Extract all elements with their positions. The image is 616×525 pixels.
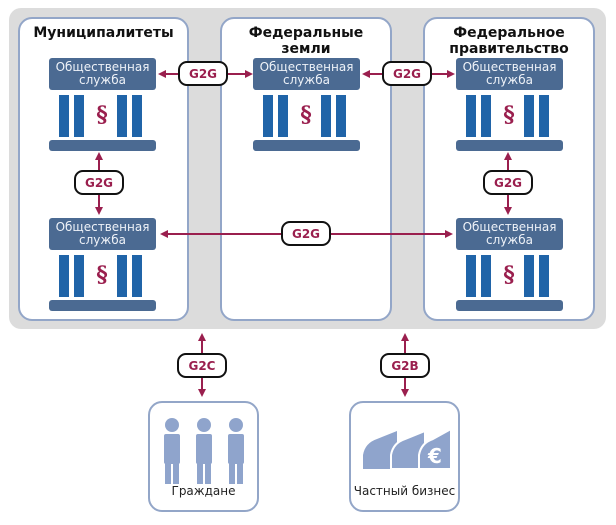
- pillar-icon: [263, 95, 273, 137]
- g2g-badge: G2G: [281, 221, 331, 246]
- connector-line: [201, 340, 203, 353]
- connector-line: [404, 378, 406, 390]
- business-label: Частный бизнес: [353, 484, 456, 498]
- service-label-line1: Общественная: [259, 60, 354, 74]
- people-icon: [164, 418, 244, 484]
- panel-title-line2: правительство: [449, 41, 569, 57]
- g2g-badge: G2G: [74, 170, 124, 195]
- pillar-icon: [117, 255, 127, 297]
- pillar-icon: [74, 255, 84, 297]
- arrow-up-icon: [198, 333, 206, 341]
- connector-line: [98, 195, 100, 208]
- building-base: [49, 300, 156, 311]
- arrow-down-icon: [95, 207, 103, 215]
- paragraph-icon: §: [503, 262, 515, 288]
- arrow-up-icon: [401, 333, 409, 341]
- building-base: [456, 300, 563, 311]
- pillar-icon: [539, 95, 549, 137]
- connector-line: [167, 233, 281, 235]
- arrow-left-icon: [362, 70, 370, 78]
- arrow-down-icon: [401, 389, 409, 397]
- building-base: [49, 140, 156, 151]
- pillar-icon: [117, 95, 127, 137]
- connector-line: [98, 158, 100, 170]
- business-box: € Частный бизнес: [349, 401, 460, 512]
- g2g-badge: G2G: [483, 170, 533, 195]
- paragraph-icon: §: [503, 102, 515, 128]
- arrow-right-icon: [447, 70, 455, 78]
- service-label-line2: служба: [79, 233, 126, 247]
- connector-line: [368, 73, 382, 75]
- pillar-icon: [336, 95, 346, 137]
- pillar-icon: [524, 95, 534, 137]
- euro-symbol: €: [427, 444, 442, 468]
- connector-line: [432, 73, 448, 75]
- service-label-line1: Общественная: [55, 220, 150, 234]
- arrow-down-icon: [198, 389, 206, 397]
- arrow-down-icon: [504, 207, 512, 215]
- connector-line: [507, 195, 509, 208]
- service-label-line2: служба: [486, 73, 533, 87]
- building-base: [253, 140, 360, 151]
- arrow-left-icon: [158, 70, 166, 78]
- g2b-badge: G2B: [380, 353, 430, 378]
- paragraph-icon: §: [96, 262, 108, 288]
- connector-line: [404, 340, 406, 353]
- citizens-box: Граждане: [148, 401, 259, 512]
- panel-title-line1: Федеральные: [248, 25, 364, 41]
- panel-title-line1: Федеральное: [453, 25, 565, 41]
- pillar-icon: [59, 95, 69, 137]
- arrow-up-icon: [95, 152, 103, 160]
- connector-line: [331, 233, 446, 235]
- arrow-up-icon: [504, 152, 512, 160]
- paragraph-icon: §: [96, 102, 108, 128]
- pillar-icon: [524, 255, 534, 297]
- pillar-icon: [59, 255, 69, 297]
- service-label-line2: служба: [486, 233, 533, 247]
- arrow-right-icon: [245, 70, 253, 78]
- pillar-icon: [132, 95, 142, 137]
- service-label-line1: Общественная: [462, 220, 557, 234]
- building-base: [456, 140, 563, 151]
- g2c-badge: G2C: [177, 353, 227, 378]
- connector-line: [201, 378, 203, 390]
- citizens-label: Граждане: [171, 484, 236, 498]
- arrow-left-icon: [160, 230, 168, 238]
- service-label-line1: Общественная: [462, 60, 557, 74]
- g2g-badge: G2G: [382, 61, 432, 86]
- pillar-icon: [481, 95, 491, 137]
- service-label-line2: служба: [79, 73, 126, 87]
- factory-euro-icon: €: [363, 427, 452, 470]
- pillar-icon: [466, 255, 476, 297]
- pillar-icon: [278, 95, 288, 137]
- pillar-icon: [132, 255, 142, 297]
- service-label-line1: Общественная: [55, 60, 150, 74]
- pillar-icon: [321, 95, 331, 137]
- g2g-badge: G2G: [178, 61, 228, 86]
- pillar-icon: [539, 255, 549, 297]
- arrow-right-icon: [445, 230, 453, 238]
- connector-line: [228, 73, 246, 75]
- pillar-icon: [74, 95, 84, 137]
- service-label-line2: служба: [283, 73, 330, 87]
- pillar-icon: [466, 95, 476, 137]
- panel-title: Муниципалитеты: [33, 25, 174, 41]
- paragraph-icon: §: [300, 102, 312, 128]
- panel-title-line2: земли: [281, 41, 331, 57]
- connector-line: [507, 158, 509, 170]
- connector-line: [164, 73, 178, 75]
- pillar-icon: [481, 255, 491, 297]
